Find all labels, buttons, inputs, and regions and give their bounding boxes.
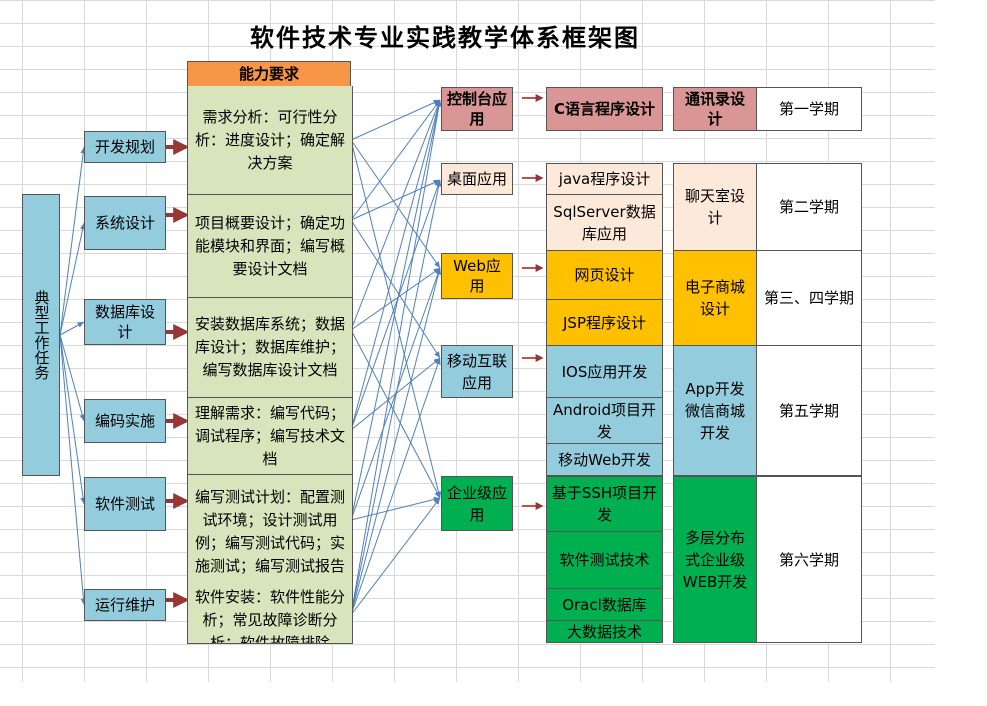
task-coding: 编码实施 — [84, 399, 166, 443]
course-c-programming: C语言程序设计 — [546, 87, 663, 131]
course-mobile-web: 移动Web开发 — [546, 443, 663, 476]
task-maintenance: 运行维护 — [84, 589, 166, 621]
semester-6: 第六学期 — [756, 476, 862, 643]
ability-header: 能力要求 — [187, 61, 351, 87]
ability-app-line-7 — [350, 267, 441, 331]
project-enterprise-web: 多层分布式企业级WEB开发 — [673, 476, 757, 643]
ability-app-line-18 — [350, 357, 441, 616]
ability-coding: 理解需求：编写代码；调试程序；编写技术文档 — [188, 398, 352, 475]
page-title: 软件技术专业实践教学体系框架图 — [250, 23, 640, 52]
semester-3-4: 第三、四学期 — [756, 250, 862, 346]
app-type-desktop: 桌面应用 — [441, 163, 513, 195]
project-address-book: 通讯录设计 — [673, 87, 757, 131]
course-android: Android项目开发 — [546, 397, 663, 444]
ability-app-line-13 — [350, 267, 441, 521]
ability-maintenance: 软件安装：软件性能分析；常见故障诊断分析：软件故障排除 — [188, 586, 352, 643]
course-jsp: JSP程序设计 — [546, 299, 663, 346]
project-app-wechat: App开发微信商城开发 — [673, 345, 757, 476]
app-type-web: Web应用 — [441, 253, 513, 299]
semester-2: 第二学期 — [756, 163, 862, 251]
fan-arrow-5 — [59, 334, 87, 606]
fan-arrow-0 — [59, 146, 86, 336]
ability-column: 需求分析：可行性分析：进度设计；确定解决方案 项目概要设计；确定功能模块和界面；… — [187, 86, 353, 644]
course-oracle: Oracl数据库 — [546, 588, 663, 621]
ability-app-line-15 — [350, 99, 442, 616]
ability-app-line-10 — [350, 179, 441, 431]
ability-app-line-14 — [350, 496, 441, 521]
ability-database: 安装数据库系统；数据库设计；数据库维护；编写数据库设计文档 — [188, 298, 352, 398]
ability-outline-design: 项目概要设计；确定功能模块和界面；编写概要设计文档 — [188, 195, 352, 298]
app-type-enterprise: 企业级应用 — [441, 476, 513, 531]
ability-app-line-12 — [350, 99, 442, 521]
fan-arrow-3 — [59, 334, 86, 422]
ability-requirement-analysis: 需求分析：可行性分析：进度设计；确定解决方案 — [188, 86, 352, 195]
ability-app-line-0 — [350, 99, 441, 141]
app-type-console: 控制台应用 — [441, 87, 513, 131]
course-ssh: 基于SSH项目开发 — [546, 476, 663, 532]
fan-arrow-2 — [59, 321, 85, 336]
ability-app-line-16 — [350, 179, 442, 616]
ability-app-line-9 — [350, 99, 442, 431]
task-testing: 软件测试 — [84, 477, 166, 531]
course-ios: IOS应用开发 — [546, 345, 663, 398]
project-e-mall: 电子商城设计 — [673, 250, 757, 346]
course-java: java程序设计 — [546, 163, 663, 195]
ability-app-line-17 — [350, 267, 442, 616]
ability-app-line-1 — [350, 139, 441, 269]
project-chat-room: 聊天室设计 — [673, 163, 757, 251]
typical-work-tasks-box: 典型工作任务 — [22, 194, 60, 476]
course-web-design: 网页设计 — [546, 250, 663, 300]
fan-arrow-1 — [59, 222, 86, 336]
ability-app-line-6 — [350, 99, 441, 331]
ability-app-line-8 — [350, 329, 441, 499]
course-testing: 软件测试技术 — [546, 531, 663, 589]
semester-1: 第一学期 — [756, 87, 862, 131]
ability-app-line-5 — [350, 219, 441, 359]
ability-testing: 编写测试计划：配置测试环境；设计测试用例；编写测试代码；实施测试；编写测试报告 — [188, 475, 352, 590]
task-dev-planning: 开发规划 — [84, 131, 166, 163]
course-sqlserver: SqlServer数据库应用 — [546, 194, 663, 251]
fan-arrow-4 — [59, 334, 86, 505]
task-database-design: 数据库设计 — [84, 299, 166, 345]
ability-app-line-3 — [350, 99, 441, 221]
ability-app-line-19 — [350, 497, 441, 616]
task-system-design: 系统设计 — [84, 196, 166, 250]
semester-5: 第五学期 — [756, 345, 862, 476]
course-bigdata: 大数据技术 — [546, 620, 663, 643]
app-type-mobile: 移动互联应用 — [441, 345, 513, 398]
